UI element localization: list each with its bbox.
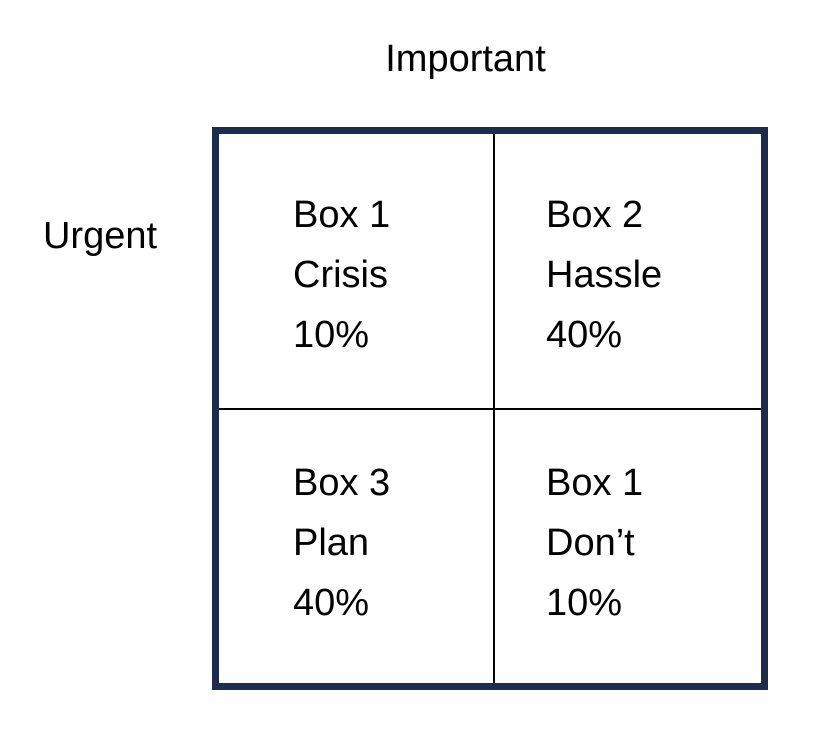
- quadrant-grid: Box 1 Crisis 10% Box 2 Hassle 40% Box 3 …: [219, 134, 761, 683]
- quadrant-box-label: Box 1: [546, 461, 644, 504]
- quadrant-box-label: Box 2: [546, 194, 644, 236]
- quadrant-box-label: Box 1: [293, 194, 391, 236]
- quadrant-percent: 10%: [293, 314, 370, 356]
- quadrant-name: Don’t: [546, 521, 635, 564]
- quadrant-top-left[interactable]: Box 1 Crisis 10%: [219, 134, 490, 409]
- quadrant-matrix: Box 1 Crisis 10% Box 2 Hassle 40% Box 3 …: [212, 127, 768, 690]
- quadrant-bottom-left[interactable]: Box 3 Plan 40%: [219, 408, 490, 683]
- quadrant-top-right[interactable]: Box 2 Hassle 40%: [490, 134, 761, 409]
- quadrant-box-label: Box 3: [293, 461, 391, 504]
- quadrant-percent: 40%: [546, 314, 623, 356]
- row-axis-label: Urgent: [42, 215, 158, 257]
- quadrant-name: Plan: [293, 521, 370, 564]
- quadrant-bottom-right[interactable]: Box 1 Don’t 10%: [490, 408, 761, 683]
- horizontal-divider-line: [219, 408, 761, 410]
- quadrant-percent: 10%: [546, 581, 623, 624]
- column-axis-label: Important: [385, 38, 546, 80]
- quadrant-percent: 40%: [293, 581, 370, 624]
- quadrant-name: Hassle: [546, 254, 663, 296]
- quadrant-name: Crisis: [293, 254, 388, 296]
